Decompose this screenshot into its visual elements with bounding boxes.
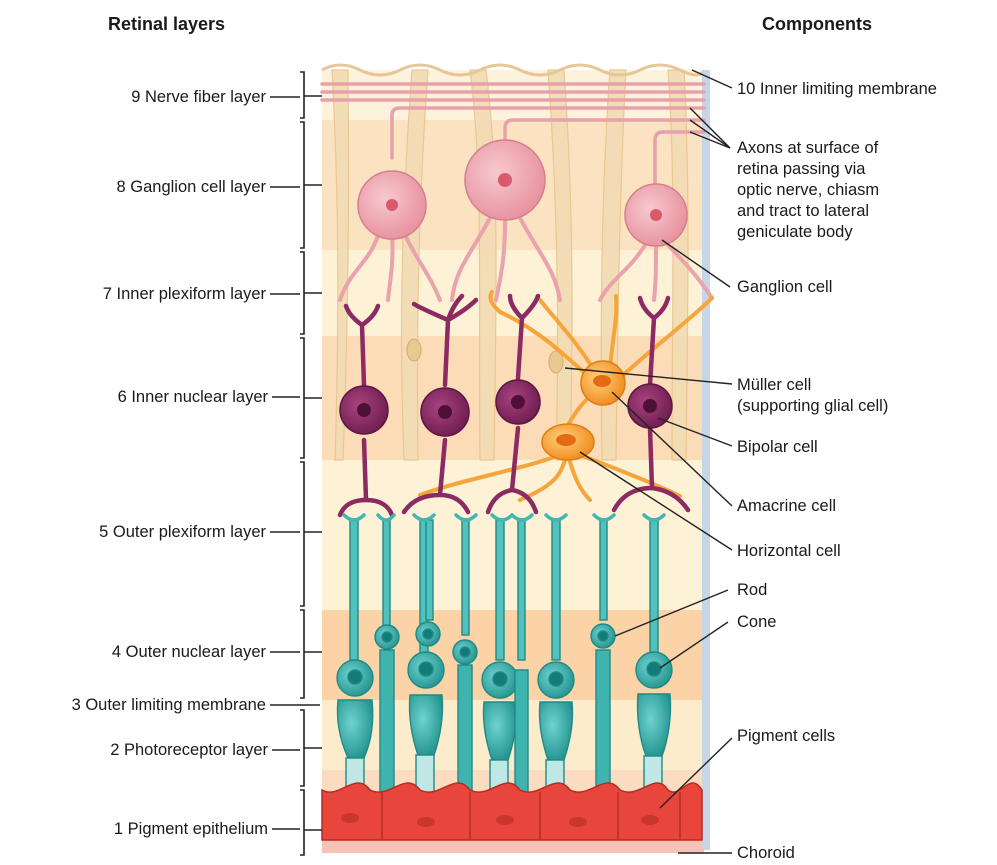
component-label-pigment-cells: Pigment cells — [737, 728, 835, 745]
component-label-choroid: Choroid — [737, 845, 795, 862]
component-label-rod: Rod — [737, 582, 767, 599]
component-label-amacrine-cell: Amacrine cell — [737, 498, 836, 515]
layer-label-inner-nuclear: 6 Inner nuclear layer — [118, 389, 268, 406]
right-membrane-edge — [702, 70, 710, 850]
label-leader-lines-left — [270, 97, 320, 829]
layer-label-photoreceptor: 2 Photoreceptor layer — [110, 742, 268, 759]
axons-line: Axons at surface of — [737, 138, 879, 159]
layer-label-outer-limiting-membrane: 3 Outer limiting membrane — [72, 697, 266, 714]
layer-label-outer-nuclear: 4 Outer nuclear layer — [112, 644, 266, 661]
muller-line: Müller cell — [737, 375, 888, 396]
component-label-ganglion-cell: Ganglion cell — [737, 279, 832, 296]
layer-label-outer-plexiform: 5 Outer plexiform layer — [99, 524, 266, 541]
layer-label-ganglion-cell: 8 Ganglion cell layer — [117, 179, 267, 196]
layer-braces — [300, 72, 322, 855]
pigment-epithelium — [322, 783, 702, 840]
muller-line: (supporting glial cell) — [737, 396, 888, 417]
axons-line: optic nerve, chiasm — [737, 180, 879, 201]
axons-line: retina passing via — [737, 159, 879, 180]
component-label-inner-limiting-membrane: 10 Inner limiting membrane — [737, 81, 937, 98]
component-label-cone: Cone — [737, 614, 776, 631]
axons-line: and tract to lateral — [737, 201, 879, 222]
layer-label-inner-plexiform: 7 Inner plexiform layer — [103, 286, 266, 303]
layer-label-nerve-fiber: 9 Nerve fiber layer — [131, 89, 266, 106]
layer-label-pigment-epithelium: 1 Pigment epithelium — [114, 821, 268, 838]
axons-line: geniculate body — [737, 222, 879, 243]
component-label-horizontal-cell: Horizontal cell — [737, 543, 841, 560]
component-label-bipolar-cell: Bipolar cell — [737, 439, 818, 456]
component-label-axons: Axons at surface of retina passing via o… — [737, 138, 879, 243]
component-label-muller-cell: Müller cell (supporting glial cell) — [737, 375, 888, 417]
